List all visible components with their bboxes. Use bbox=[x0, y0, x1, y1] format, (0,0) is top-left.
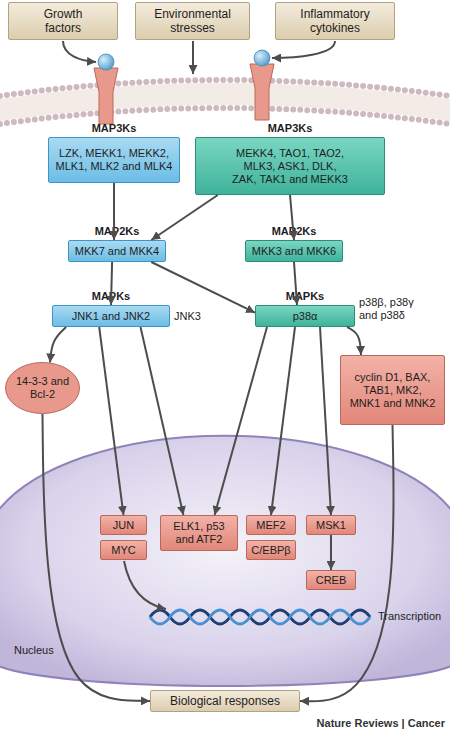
node-text: CREB bbox=[315, 574, 348, 587]
stimulus-box: Inflammatory cytokines bbox=[275, 2, 395, 40]
nucleus-shape bbox=[0, 436, 450, 686]
signal-arrow bbox=[151, 195, 218, 240]
signal-arrow bbox=[330, 535, 332, 570]
receptor-symbol bbox=[94, 68, 118, 124]
substrate-box: C/EBPβ bbox=[246, 540, 296, 560]
ellipse-shape bbox=[6, 363, 80, 414]
signal-arrow bbox=[320, 327, 331, 515]
substrate-box: CREB bbox=[306, 570, 356, 590]
nucleus-outline bbox=[0, 432, 450, 694]
kinase-box: MAP3KsLZK, MEKK1, MEKK2, MLK1, MLK2 and … bbox=[48, 137, 180, 183]
substrate-box: cyclin D1, BAX, TAB1, MK2, MNK1 and MNK2 bbox=[340, 355, 445, 425]
node-text: 14-3-3 and Bcl-2 bbox=[5, 375, 80, 401]
node-text: MKK7 and MKK4 bbox=[73, 245, 161, 258]
node-text: Growth factors bbox=[9, 7, 117, 35]
signal-arrow bbox=[141, 327, 184, 515]
membrane-core bbox=[0, 83, 450, 121]
kinase-box: MAP2KsMKK7 and MKK4 bbox=[68, 240, 166, 262]
node-text: cyclin D1, BAX, TAB1, MK2, MNK1 and MNK2 bbox=[341, 371, 444, 410]
stimulus-box: Growth factors bbox=[8, 2, 118, 40]
tier-heading: MAP2Ks bbox=[39, 225, 195, 238]
ligand-ball bbox=[254, 50, 270, 66]
node-text: Environmental stresses bbox=[136, 7, 249, 35]
substrate-ellipse: 14-3-3 and Bcl-2 bbox=[5, 362, 80, 414]
node-text: Biological responses bbox=[168, 694, 282, 708]
receptor-symbol bbox=[250, 64, 274, 120]
node-text: MSK1 bbox=[315, 519, 347, 532]
tier-heading: MAPKs bbox=[23, 290, 199, 303]
transcription-arrow bbox=[124, 561, 166, 609]
node-text: MYC bbox=[110, 544, 136, 557]
nucleus-region: Nucleus JUN MYC ELK1, p53 and ATF2 MEF2C/EBP… bbox=[0, 432, 450, 694]
signal-arrow bbox=[294, 262, 297, 305]
signal-arrow bbox=[111, 262, 112, 305]
signal-arrow bbox=[300, 425, 394, 701]
node-text: JUN bbox=[112, 519, 135, 532]
stimulus-arrow bbox=[272, 41, 335, 58]
substrate-box: MEF2 bbox=[246, 515, 296, 535]
tier-heading: MAP3Ks bbox=[166, 122, 414, 135]
stimulus-box: Environmental stresses bbox=[135, 2, 250, 40]
substrate-box: MSK1 bbox=[306, 515, 356, 535]
node-text: Nucleus bbox=[14, 644, 54, 657]
node-text: JNK1 and JNK2 bbox=[70, 310, 152, 323]
isoform-note: JNK3 bbox=[174, 310, 214, 323]
signal-arrow bbox=[113, 183, 115, 240]
tier-heading: MAP3Ks bbox=[19, 122, 209, 135]
ligand-ball bbox=[98, 54, 114, 70]
node-text: C/EBPβ bbox=[250, 544, 291, 557]
journal-credit: Nature Reviews | Cancer bbox=[230, 717, 445, 730]
isoform-note: p38β, p38γ and p38δ bbox=[359, 296, 421, 322]
node-text: p38α bbox=[291, 310, 320, 323]
tier-heading: MAP2Ks bbox=[216, 225, 372, 238]
kinase-box: MAP3KsMEKK4, TAO1, TAO2, MLK3, ASK1, DLK… bbox=[195, 137, 385, 195]
dna-strand bbox=[150, 610, 370, 624]
substrate-box: ELK1, p53 and ATF2 bbox=[160, 515, 238, 551]
dna-strand bbox=[150, 610, 370, 624]
node-text: ELK1, p53 and ATF2 bbox=[161, 520, 237, 546]
membrane-heads bbox=[0, 80, 450, 96]
node-text: LZK, MEKK1, MEKK2, MLK1, MLK2 and MLK4 bbox=[49, 147, 179, 173]
kinase-box: MAPKsJNK1 and JNK2 bbox=[52, 305, 170, 327]
signal-arrow bbox=[50, 327, 66, 363]
signal-arrow bbox=[215, 327, 267, 515]
stimulus-arrow bbox=[192, 41, 194, 74]
node-text: Inflammatory cytokines bbox=[276, 7, 394, 35]
signal-arrow bbox=[43, 414, 151, 701]
stimulus-arrow bbox=[63, 41, 96, 62]
membrane-heads bbox=[0, 108, 450, 124]
kinase-box: MAPKsp38α bbox=[255, 305, 355, 327]
node-text: MKK3 and MKK6 bbox=[250, 245, 338, 258]
node-text: MEF2 bbox=[255, 519, 286, 532]
signal-arrow bbox=[290, 195, 294, 240]
substrate-box: MYC bbox=[100, 540, 147, 560]
outcome-box: Biological responses bbox=[150, 690, 300, 712]
signal-arrow bbox=[151, 262, 255, 313]
signal-arrow bbox=[347, 327, 361, 355]
signal-arrow bbox=[271, 327, 295, 515]
substrate-box: JUN bbox=[100, 515, 147, 535]
process-label: Transcription bbox=[378, 610, 450, 623]
kinase-box: MAP2KsMKK3 and MKK6 bbox=[245, 240, 343, 262]
signal-arrow bbox=[99, 327, 123, 515]
node-text: MEKK4, TAO1, TAO2, MLK3, ASK1, DLK, ZAK,… bbox=[196, 147, 384, 186]
